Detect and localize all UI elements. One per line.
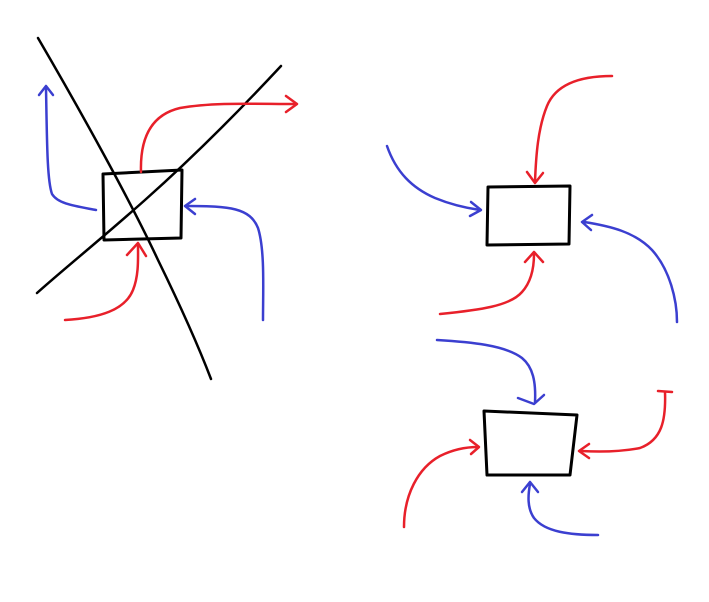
right-bottom-blue-arrow-bottom-head [520,480,540,494]
left-red-arrow-out [139,102,298,174]
right-top-blue-arrow-right-head [580,213,594,232]
right-top-group [385,74,679,324]
left-blue-arrow-out [44,86,98,212]
right-top-red-arrow-bottom [438,252,536,316]
left-red-arrow-in-head [125,241,148,258]
right-bottom-blue-arrow-top [435,338,537,404]
right-bottom-red-arrow-right-tick [656,389,674,394]
right-bottom-blue-arrow-bottom [527,482,600,537]
right-top-red-arrow-bottom-head [523,250,545,264]
left-box [101,168,184,242]
right-top-red-arrow-top-head [525,170,545,185]
right-top-box [485,184,572,247]
left-red-arrow-out-head [284,94,299,114]
cross-line-1 [36,36,213,381]
right-top-blue-arrow-right [582,220,679,324]
left-blue-arrow-in [185,204,265,322]
right-bottom-red-arrow-left-head [468,438,481,456]
right-top-red-arrow-top [533,74,614,184]
right-bottom-red-arrow-right-head [577,442,591,460]
left-red-arrow-in [63,243,140,322]
right-bottom-red-arrow-right [579,390,667,453]
left-blue-arrow-out-head [37,84,55,97]
left-group [35,36,299,381]
right-bottom-box [482,409,579,477]
left-blue-arrow-in-head [183,197,197,216]
right-bottom-group [402,338,674,537]
right-bottom-red-arrow-left [402,445,480,529]
right-top-blue-arrow-left [385,144,482,212]
right-bottom-blue-arrow-top-head [516,393,546,406]
right-top-blue-arrow-left-head [468,200,483,218]
